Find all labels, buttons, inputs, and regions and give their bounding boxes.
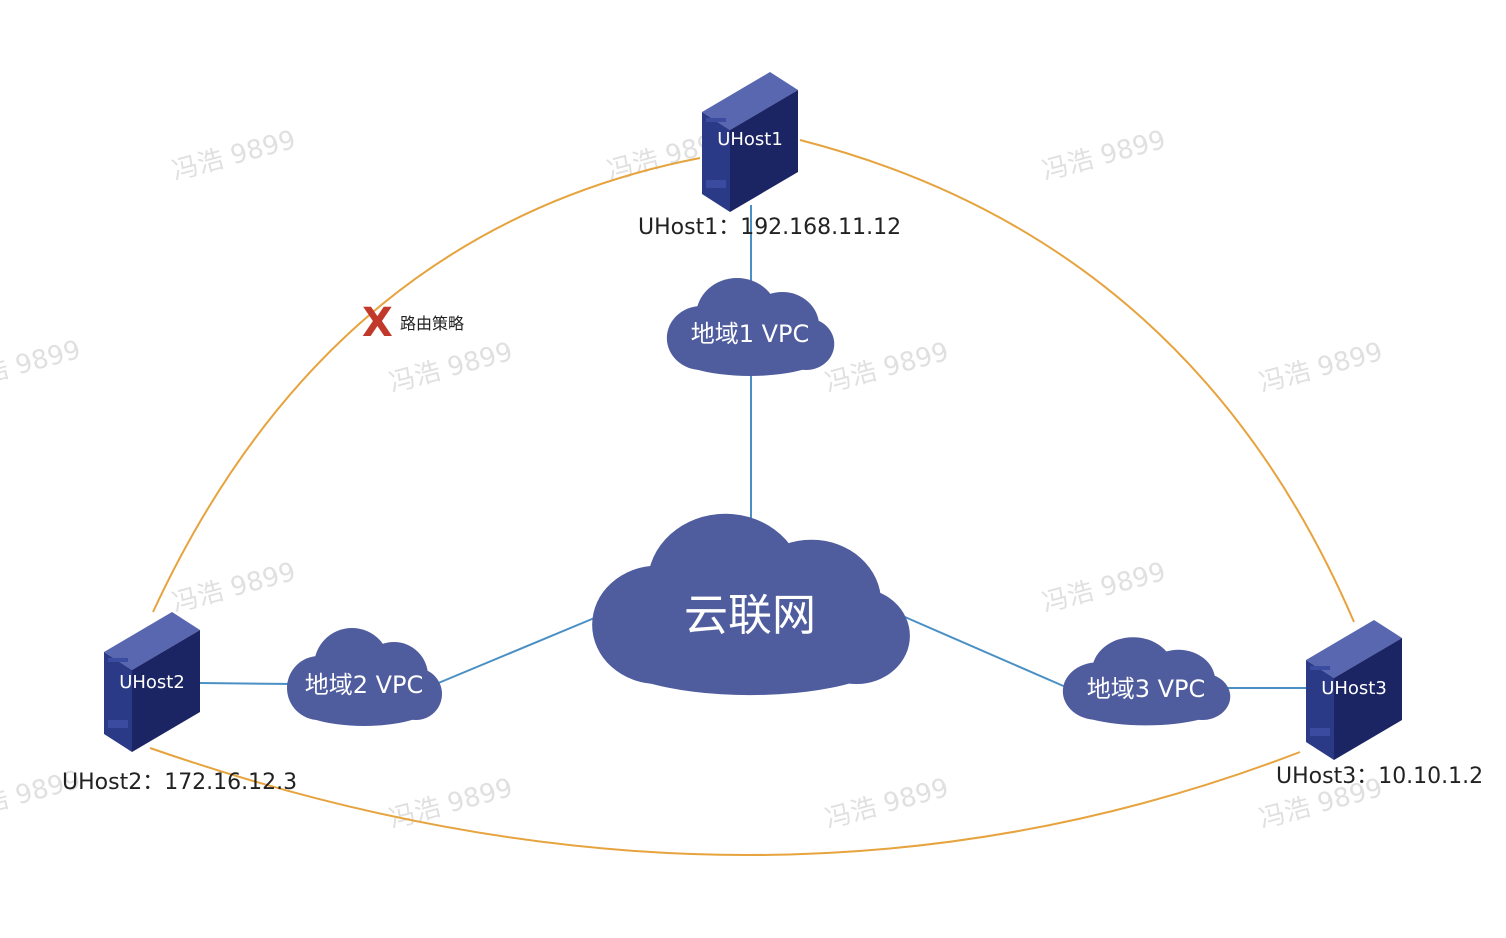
watermark: 冯浩 9899 — [1256, 337, 1386, 399]
watermark: 冯浩 9899 — [169, 125, 299, 187]
uhost2-server: UHost2 — [104, 612, 200, 752]
uhost1-server: UHost1 — [702, 72, 798, 212]
direct-links — [149, 139, 1355, 856]
vpc1-cloud: 地域1 VPC — [666, 278, 835, 376]
link-center-vpc3 — [897, 613, 1069, 689]
vpc-links — [199, 205, 1308, 689]
central-cloud: 云联网 — [592, 513, 910, 696]
vpc1-label: 地域1 VPC — [691, 320, 810, 348]
uhost3-name: UHost3 — [1321, 678, 1387, 699]
uhost2-name: UHost2 — [119, 672, 185, 693]
link-uhost1-uhost3 — [799, 139, 1355, 623]
uhost1-name: UHost1 — [717, 129, 783, 150]
route-policy-block: X 路由策略 — [362, 300, 464, 346]
link-vpc2-center — [435, 613, 605, 685]
link-uhost2-uhost1 — [152, 157, 701, 613]
watermark: 冯浩 9899 — [386, 773, 516, 835]
route-policy-label: 路由策略 — [400, 314, 464, 333]
vpc3-cloud: 地域3 VPC — [1062, 637, 1231, 726]
link-uhost2-vpc2 — [199, 682, 293, 685]
link-uhost2-uhost3 — [149, 747, 1301, 856]
watermark: 冯浩 9899 — [386, 337, 516, 399]
watermark: 冯浩 9899 — [169, 557, 299, 619]
blocked-x-icon: X — [362, 300, 393, 346]
vpc2-cloud: 地域2 VPC — [287, 628, 442, 726]
watermark: 冯浩 9899 — [1039, 125, 1169, 187]
vpc3-label: 地域3 VPC — [1087, 675, 1206, 703]
vpc2-label: 地域2 VPC — [305, 671, 424, 699]
watermark: 冯浩 9899 — [822, 773, 952, 835]
uhost1-label: UHost1：192.168.11.12 — [638, 215, 901, 240]
watermark: 冯浩 9899 — [0, 335, 84, 397]
watermark: 冯浩 9899 — [822, 337, 952, 399]
uhost2-label: UHost2：172.16.12.3 — [62, 770, 297, 795]
watermark: 冯浩 9899 — [1039, 557, 1169, 619]
uhost3-label: UHost3：10.10.1.2 — [1276, 764, 1483, 789]
uhost3-server: UHost3 — [1306, 620, 1402, 760]
center-label: 云联网 — [684, 590, 816, 641]
